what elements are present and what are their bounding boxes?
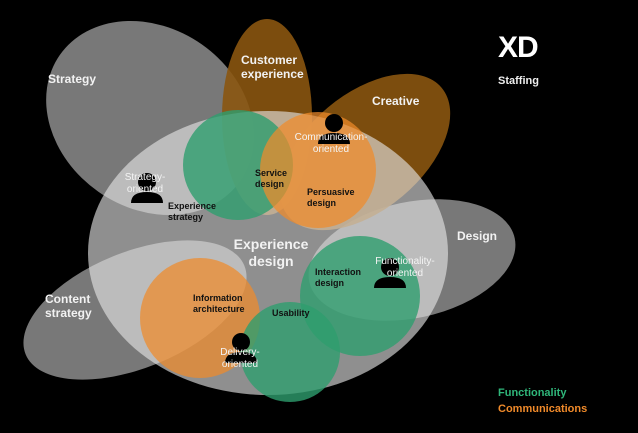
strategy-oriented-label: Strategy- oriented — [115, 172, 175, 196]
creative-label: Creative — [372, 94, 420, 108]
usability-label: Usability — [272, 308, 310, 318]
experience-strategy-line2: strategy — [168, 211, 204, 222]
interaction-design-line2: design — [315, 277, 345, 288]
customer-experience-line1: Customer — [241, 53, 298, 67]
delivery-oriented-label: Delivery- oriented — [210, 347, 270, 371]
usability-circle — [240, 302, 340, 402]
strategy-oriented-line2: oriented — [126, 184, 164, 195]
experience-design-line1: Experience — [233, 236, 309, 252]
service-design-line1: Service — [255, 168, 288, 178]
person-icon — [318, 114, 350, 144]
persuasive-design-line2: design — [307, 197, 337, 208]
customer-experience-line2: experience — [241, 67, 304, 82]
information-architecture-line1: Information — [193, 293, 243, 303]
content-strategy-line2: strategy — [45, 306, 92, 321]
delivery-oriented-line1: Delivery- — [220, 347, 260, 358]
content-strategy-line1: Content — [45, 292, 91, 306]
person-icon — [374, 258, 406, 288]
persuasive-design-line1: Persuasive — [307, 187, 355, 197]
communication-oriented-line2: oriented — [312, 144, 350, 155]
experience-design-label: Experience design — [226, 236, 316, 270]
communication-oriented-label: Communication- oriented — [286, 132, 376, 156]
service-design-label: Service design — [255, 168, 287, 190]
interaction-design-line1: Interaction — [315, 267, 362, 277]
experience-strategy-line1: Experience — [168, 201, 217, 211]
legend-functionality: Functionality — [498, 387, 567, 399]
strategy-oriented-line1: Strategy- — [124, 172, 166, 183]
legend-communications: Communications — [498, 403, 588, 415]
delivery-oriented-line2: oriented — [221, 359, 259, 370]
communication-oriented-line1: Communication- — [294, 132, 368, 143]
customer-experience-label: Customer experience — [241, 53, 304, 82]
experience-design-line2: design — [248, 252, 294, 269]
experience-strategy-label: Experience strategy — [168, 201, 216, 223]
functionality-oriented-line1: Functionality- — [375, 256, 435, 267]
person-icon — [225, 333, 257, 363]
information-architecture-circle — [140, 258, 260, 378]
information-architecture-label: Information architecture — [193, 293, 245, 315]
design-label: Design — [457, 229, 498, 243]
service-design-line2: design — [255, 178, 285, 189]
xd-logo: XD — [498, 31, 539, 64]
persuasive-design-label: Persuasive design — [307, 187, 355, 209]
person-icon — [131, 173, 163, 203]
content-strategy-label: Content strategy — [45, 292, 92, 321]
staffing-subtitle: Staffing — [498, 75, 539, 87]
information-architecture-line2: architecture — [193, 303, 245, 314]
strategy-label: Strategy — [48, 72, 97, 86]
interaction-design-label: Interaction design — [315, 267, 361, 289]
functionality-oriented-label: Functionality- oriented — [365, 256, 445, 280]
functionality-oriented-line2: oriented — [386, 268, 424, 279]
